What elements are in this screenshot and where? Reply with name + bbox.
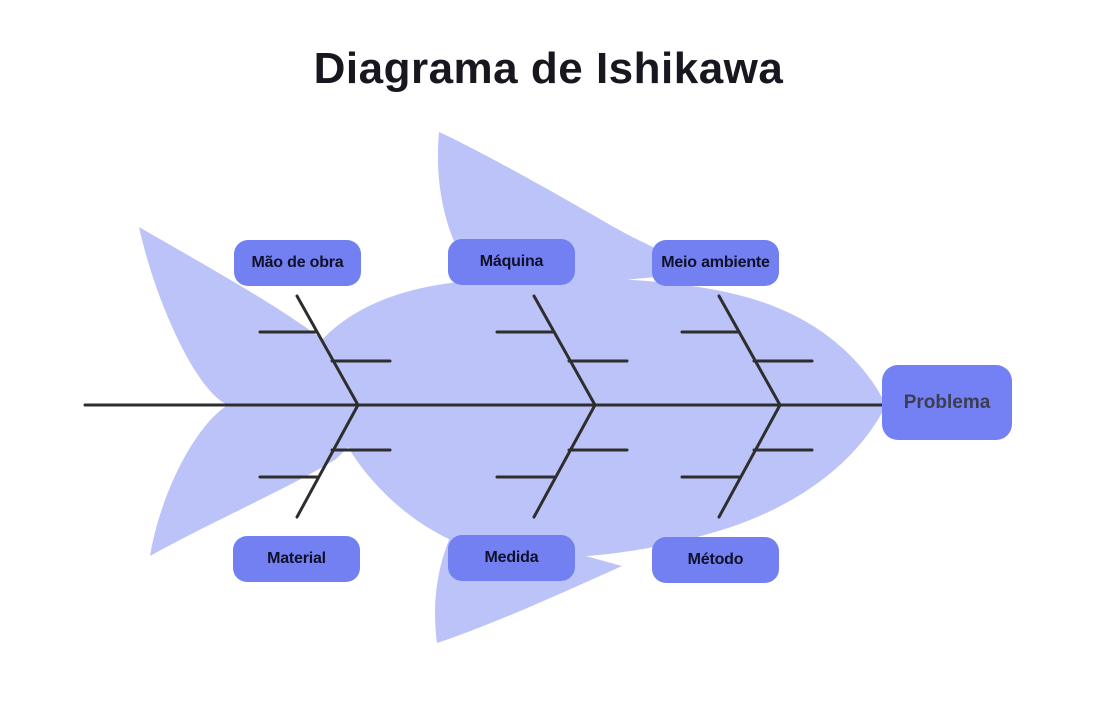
bone-diagonal-bottom-3 <box>717 403 782 519</box>
bone-diagonal-top-3 <box>717 294 782 407</box>
category-box-metodo[interactable]: Método <box>652 537 779 583</box>
bone-diagonal-bottom-2 <box>532 403 597 519</box>
bone-diagonal-top-1 <box>295 294 360 407</box>
bone-branch-medida <box>495 403 629 519</box>
bone-branch-mao-de-obra <box>258 294 392 407</box>
bone-branch-maquina <box>495 294 629 407</box>
bone-branch-meio-ambiente <box>680 294 814 407</box>
diagram-title: Diagrama de Ishikawa <box>313 44 784 93</box>
category-box-medida[interactable]: Medida <box>448 535 575 581</box>
bone-diagonal-top-2 <box>532 294 597 407</box>
category-box-maquina[interactable]: Máquina <box>448 239 575 285</box>
category-box-mao-de-obra[interactable]: Mão de obra <box>234 240 361 286</box>
category-box-meio-ambiente[interactable]: Meio ambiente <box>652 240 779 286</box>
fish-body <box>320 277 886 558</box>
bone-branch-material <box>258 403 392 519</box>
bone-diagonal-bottom-1 <box>295 403 360 519</box>
bone-branch-metodo <box>680 403 814 519</box>
fish-silhouette <box>139 132 886 643</box>
category-box-material[interactable]: Material <box>233 536 360 582</box>
effect-box-problema[interactable]: Problema <box>882 365 1012 440</box>
